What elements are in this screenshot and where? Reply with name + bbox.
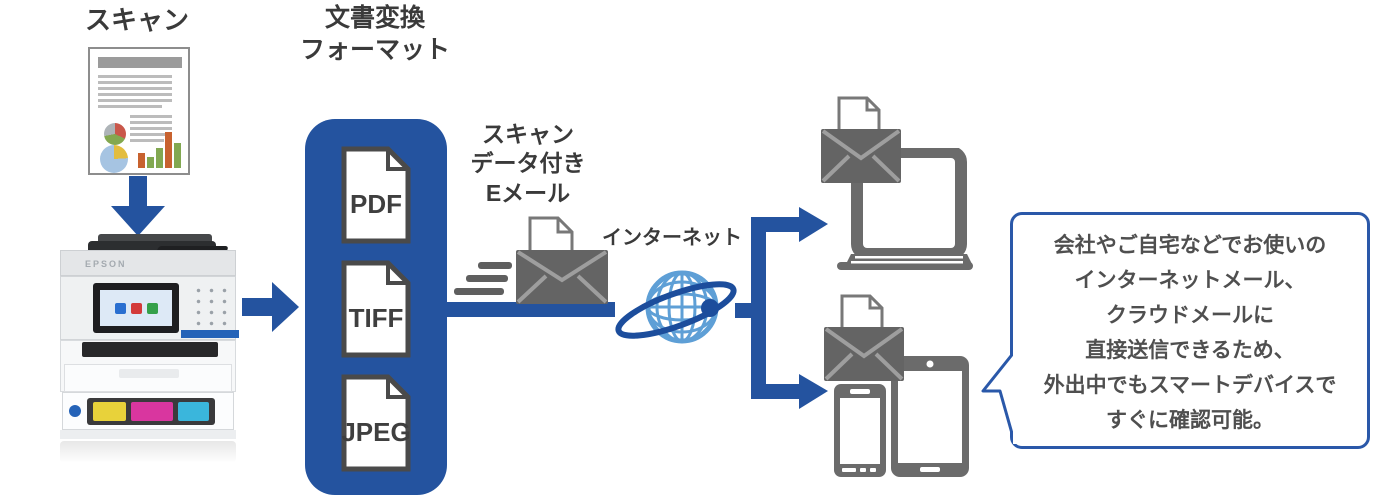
email-label-line2: データ付き <box>470 150 586 177</box>
email-label-line3: Eメール <box>485 179 571 206</box>
arrow-right-icon <box>242 282 299 332</box>
format-label-line2: フォーマット <box>299 36 450 64</box>
internet-globe-icon <box>615 270 737 344</box>
pie-chart-icon <box>104 123 126 145</box>
callout-bubble: 会社やご自宅などでお使いの インターネットメール、 クラウドメールに 直接送信で… <box>981 212 1370 449</box>
bubble-line: 会社やご自宅などでお使いの <box>1053 234 1327 257</box>
arrow-down-icon <box>111 176 165 236</box>
printer-paper-drawer <box>64 364 232 392</box>
email-icon <box>824 294 904 381</box>
scanned-document-icon <box>88 47 190 175</box>
flow-line <box>447 302 615 317</box>
smartphone-icon <box>834 384 886 477</box>
email-with-attachment-icon <box>454 216 608 304</box>
scan-label: スキャン <box>84 5 189 35</box>
printer-keypad <box>189 282 231 326</box>
format-label-line1: 文書変換 <box>324 4 425 32</box>
tablet-icon <box>891 356 969 477</box>
printer-ink-window <box>87 398 215 425</box>
email-icon <box>821 96 901 183</box>
bubble-line: 外出中でもスマートデバイスで <box>1043 374 1337 397</box>
printer-screen-bezel <box>93 283 179 333</box>
pdf-label: PDF <box>350 189 402 219</box>
printer-reflection <box>60 441 236 463</box>
bubble-line: クラウドメールに <box>1106 304 1274 327</box>
format-box: PDF TIFF JPEG <box>305 119 447 495</box>
document-title-bar <box>98 57 182 68</box>
printer-ink-unit <box>62 392 234 430</box>
tiff-file-icon: TIFF <box>338 259 414 359</box>
pie-chart-icon <box>100 145 128 173</box>
email-label: スキャン データ付き Eメール <box>448 120 608 208</box>
pdf-file-icon: PDF <box>338 145 414 245</box>
printer-scanner-deck: EPSON <box>60 250 236 276</box>
bubble-text: 会社やご自宅などでお使いの インターネットメール、 クラウドメールに 直接送信で… <box>1013 228 1367 438</box>
format-label: 文書変換 フォーマット <box>285 2 465 66</box>
printer-brand: EPSON <box>85 259 127 269</box>
bubble-line: インターネットメール、 <box>1074 269 1306 292</box>
bubble-tail <box>981 351 1017 444</box>
printer-logo-badge <box>69 405 81 417</box>
printer-output-slot <box>82 342 218 357</box>
bubble-line: 直接送信できるため、 <box>1085 339 1295 362</box>
tiff-label: TIFF <box>348 303 404 333</box>
printer-control-panel <box>60 276 239 340</box>
multifunction-printer: EPSON <box>52 232 244 464</box>
internet-label: インターネット <box>602 227 742 249</box>
printer-touchscreen <box>100 290 172 326</box>
jpeg-file-icon: JPEG <box>338 373 414 473</box>
bubble-line: すぐに確認可能。 <box>1106 409 1274 432</box>
email-label-line1: スキャン <box>482 121 574 147</box>
jpeg-label: JPEG <box>341 417 411 447</box>
branch-connector <box>735 207 828 409</box>
